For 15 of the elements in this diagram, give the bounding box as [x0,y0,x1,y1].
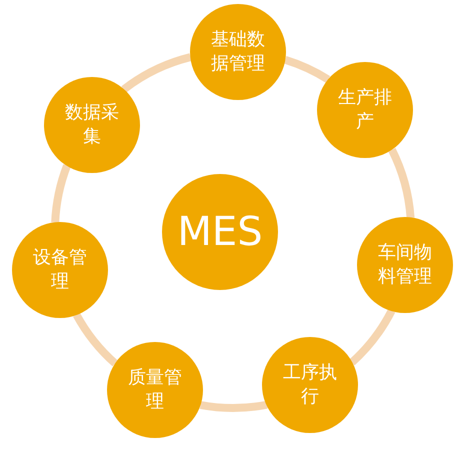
node-label: 设备管理 [32,246,88,294]
ring-connector [200,400,268,412]
node-label: 数据采集 [64,100,120,149]
node-label: 车间物料管理 [377,240,433,289]
node-label: MES [177,208,263,257]
node-label: 生产排产 [337,86,393,134]
node-label: 基础数据管理 [210,28,266,76]
ring-connector [388,148,415,218]
node-label: 质量管理 [127,366,183,414]
node-label: 工序执行 [282,360,338,409]
ring-connector [121,53,192,93]
ring-connector [349,308,396,366]
ring-connector [51,164,71,223]
ring-connector [73,312,118,366]
ring-connector [284,56,330,83]
